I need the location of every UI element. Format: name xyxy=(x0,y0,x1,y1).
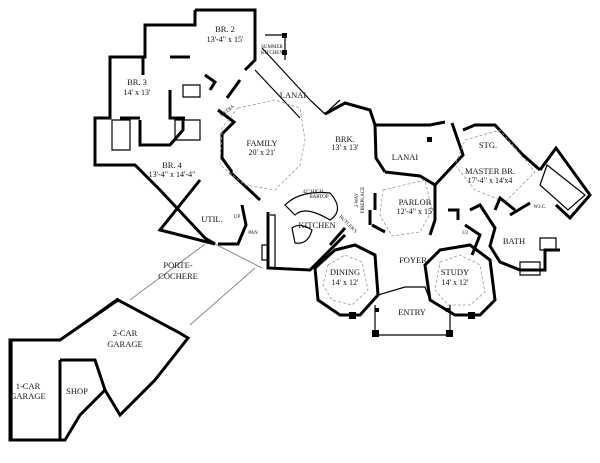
bartop-label-2: BARTOP xyxy=(309,195,329,200)
kitchen-label: KITCHEN xyxy=(298,220,335,230)
br3-label: BR. 3 xyxy=(127,77,147,87)
family-label: FAMILY xyxy=(246,138,277,148)
fireplace-label: 2-WAY xyxy=(355,192,360,207)
study-size: 14' x 12' xyxy=(442,278,469,287)
brk-label: BRK. xyxy=(335,134,355,144)
br4-size: 13'-4" x 14'-4" xyxy=(149,170,196,179)
shop-label: SHOP xyxy=(66,386,88,396)
entry-label: ENTRY xyxy=(398,307,426,317)
lanai-left-label: LANAI xyxy=(280,90,307,100)
br2-label: BR. 2 xyxy=(215,24,235,34)
parlor-size: 12'-4" x 15' xyxy=(397,207,434,216)
parlor-label: PARLOR xyxy=(399,197,432,207)
dining-size: 14' x 12' xyxy=(332,278,359,287)
brk-size: 13' x 13' xyxy=(332,143,359,152)
family-size: 20' x 21' xyxy=(249,148,276,157)
summer-kitchen-label-2: KITCHEN xyxy=(261,51,283,56)
study-label: STUDY xyxy=(441,267,469,277)
wic-label: W.I.C. xyxy=(533,205,546,210)
br2-size: 13'-4" x 15' xyxy=(207,35,244,44)
bartop-label: 42" HIGH xyxy=(303,190,324,195)
util-label: UTIL. xyxy=(201,214,222,224)
garage2-label-2: GARAGE xyxy=(107,339,142,349)
br4-label: BR. 4 xyxy=(162,160,183,170)
bath-label: BATH xyxy=(503,236,525,246)
foyer-label: FOYER xyxy=(399,255,427,265)
lanai-right-label: LANAI xyxy=(392,152,419,162)
up-label: UP xyxy=(234,215,241,220)
garage2-label: 2-CAR xyxy=(113,328,138,338)
garage1-label: 1-CAR xyxy=(16,381,41,391)
pan-label: PAN xyxy=(248,231,258,236)
master-label: MASTER BR. xyxy=(465,166,515,176)
porte-label-2: COCHERE xyxy=(158,271,198,281)
walls xyxy=(8,8,592,442)
porte-label: PORTE- xyxy=(163,260,192,270)
half-bath-label: 1/2 xyxy=(462,231,469,236)
br3-size: 14' x 13' xyxy=(124,88,151,97)
stg-label: STG. xyxy=(479,140,497,150)
master-size: 17'-4" x 14'x4 xyxy=(468,176,513,185)
summer-kitchen-label: SUMMER xyxy=(261,45,283,50)
dining-label: DINING xyxy=(330,267,360,277)
room-labels: BR. 2 13'-4" x 15' SUMMER KITCHEN BR. 3 … xyxy=(10,24,546,401)
garage1-label-2: GARAGE xyxy=(10,391,45,401)
fireplace-label-2: FIREPLACE xyxy=(361,187,366,214)
